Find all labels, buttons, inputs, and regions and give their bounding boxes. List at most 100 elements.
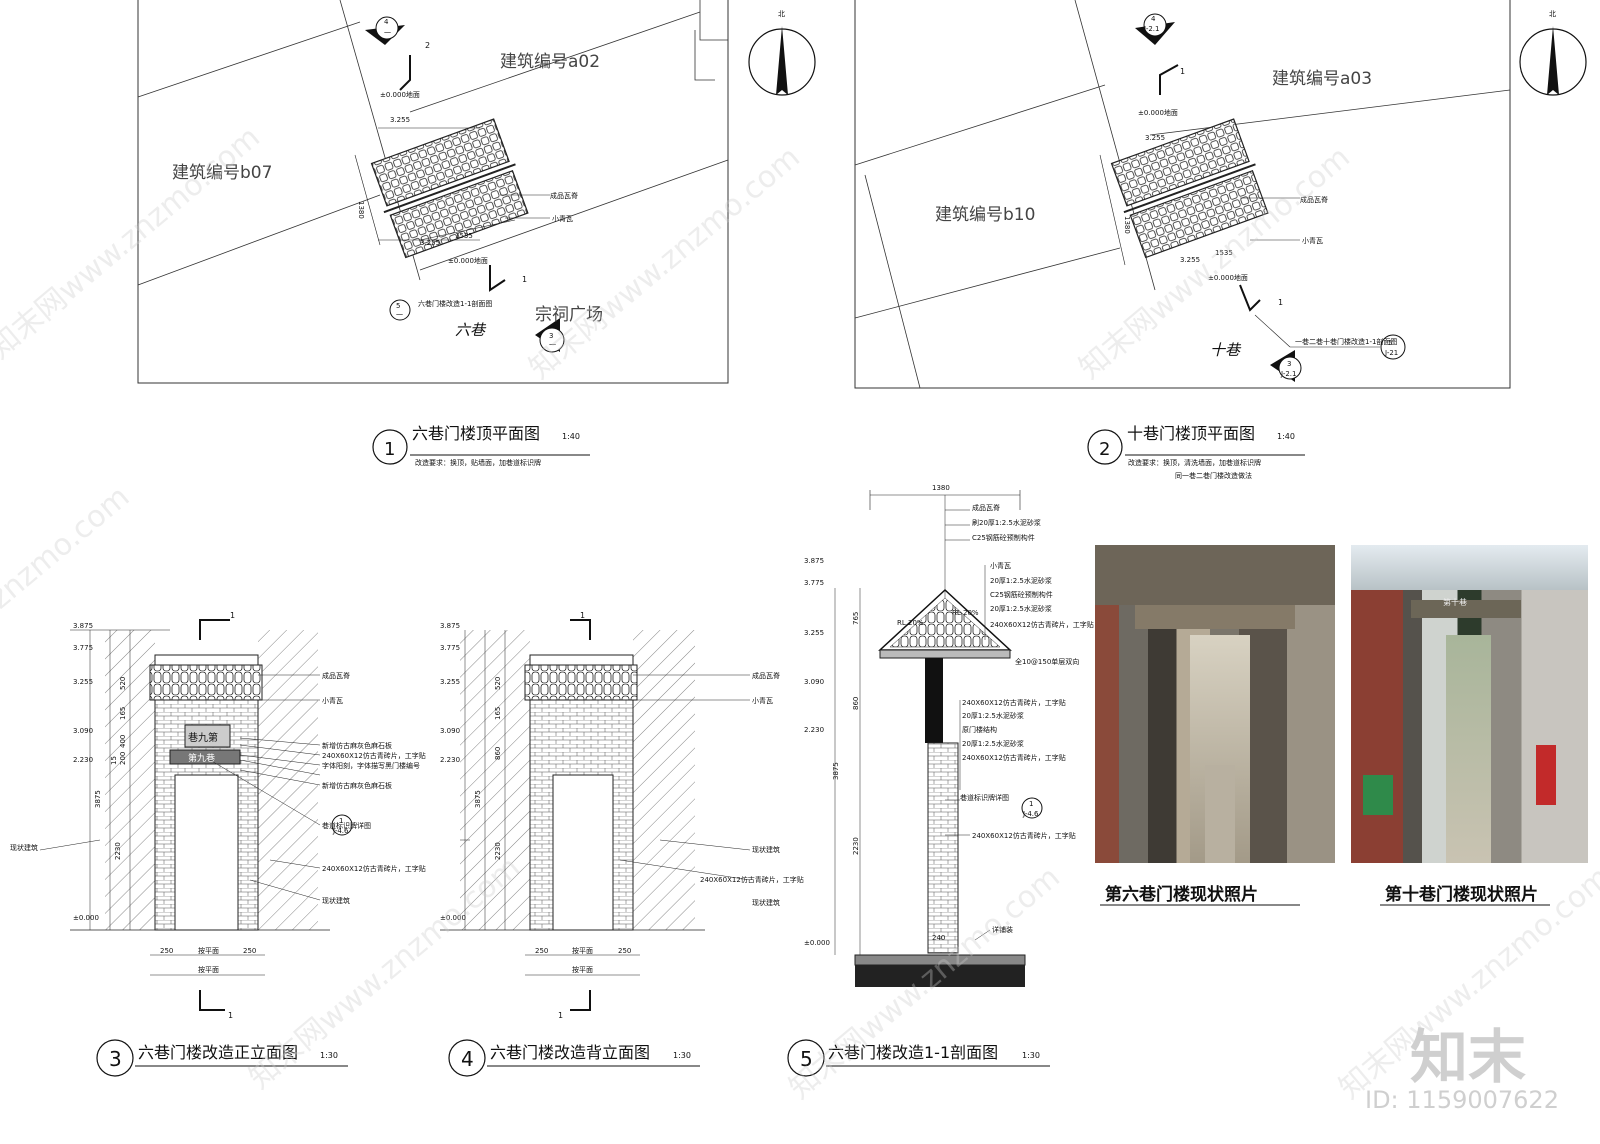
e3-dim-3875: 3875 bbox=[94, 790, 102, 808]
plan1-sym-top-sub: 一 bbox=[384, 29, 391, 37]
e3-label-5: 新增仿古麻灰色麻石板 bbox=[322, 781, 392, 790]
plan2-cut-top: 1 bbox=[1180, 67, 1185, 76]
plan1-cut-bot: 1 bbox=[522, 275, 527, 284]
plan1-label-tile1: 成品瓦脊 bbox=[550, 191, 578, 200]
plan1-scale: 1:40 bbox=[562, 432, 580, 441]
e3-dim-520: 520 bbox=[119, 677, 127, 690]
s5-top-dim: 1380 bbox=[932, 484, 950, 492]
plan2-scale: 1:40 bbox=[1277, 432, 1295, 441]
e3-dim-2230: 2230 bbox=[114, 842, 122, 860]
s5-label-3: 小青瓦 bbox=[990, 561, 1011, 570]
e4-level-3: 3.090 bbox=[440, 727, 460, 735]
e4-bdim-1: 按平面 bbox=[572, 946, 593, 955]
plan2-sym-section-sub: J-21 bbox=[1384, 349, 1398, 357]
section-1-1 bbox=[834, 490, 1043, 987]
s5-label-15: 240X60X12仿古青砖片，工字贴 bbox=[972, 831, 1076, 840]
e4-scale: 1:30 bbox=[673, 1051, 691, 1060]
elevation-front bbox=[39, 619, 353, 1011]
plan1-sym-top: 4 bbox=[384, 18, 389, 26]
e3-dim-400: 400 bbox=[119, 735, 127, 748]
e4-dim-860: 860 bbox=[494, 747, 502, 760]
plan1-circle-num: 1 bbox=[384, 439, 395, 460]
plan2-sym-section: 5 bbox=[1388, 339, 1392, 347]
plan1-note: 改造要求：换顶，贴墙面，加巷道标识牌 bbox=[415, 458, 541, 467]
plan2-building-right: 建筑编号a03 bbox=[1272, 69, 1372, 89]
e4-level-5: ±0.000 bbox=[440, 914, 466, 922]
plan1-ground-top: ±0.000地面 bbox=[380, 90, 420, 99]
s5-dim-2230: 2230 bbox=[852, 837, 860, 855]
photo-tenth-sign: 第十巷 bbox=[1443, 598, 1467, 607]
photo-tenth-lane: 第十巷 bbox=[1351, 545, 1588, 863]
e4-label-0: 成品瓦脊 bbox=[752, 671, 780, 680]
e3-sign-top: 巷九第 bbox=[188, 731, 218, 744]
e3-dim-15: 15 bbox=[110, 756, 118, 765]
plan2-elev-bot: 3.255 bbox=[1180, 256, 1200, 264]
e4-dim-520: 520 bbox=[494, 677, 502, 690]
e4-label-4: 现状建筑 bbox=[752, 898, 780, 907]
brand-logo: 知末 bbox=[1410, 1023, 1527, 1091]
e3-bdim-1: 按平面 bbox=[198, 946, 219, 955]
plan-ten-lane bbox=[854, 0, 1511, 389]
e3-scale: 1:30 bbox=[320, 1051, 338, 1060]
e4-circle-num: 4 bbox=[461, 1047, 474, 1071]
e3-title: 六巷门楼改造正立面图 bbox=[138, 1043, 298, 1062]
plan1-elev-top: 3.255 bbox=[390, 116, 410, 124]
plan1-sym-side: 3 bbox=[549, 332, 553, 340]
plan1-building-left: 建筑编号b07 bbox=[172, 163, 272, 183]
e3-label-7: 现状建筑 bbox=[10, 843, 38, 852]
plan2-dim-w: 1535 bbox=[1215, 249, 1233, 257]
plan1-sym-section-sub: 一 bbox=[396, 311, 403, 319]
e3-label-4: 字体阳刻，字体描写黑门楼编号 bbox=[322, 761, 420, 770]
e4-level-0: 3.875 bbox=[440, 622, 460, 630]
plan1-lane-name: 六巷 bbox=[455, 321, 487, 339]
plan2-sym-top: 4 bbox=[1151, 15, 1156, 23]
plan1-elev-bot: 3.255 bbox=[420, 239, 440, 247]
plan1-sym-section: 5 bbox=[396, 302, 400, 310]
e3-bdim-0: 250 bbox=[160, 947, 173, 955]
s5-label-8: 全10@150单层双向 bbox=[1015, 657, 1079, 666]
plan1-building-right: 建筑编号a02 bbox=[500, 52, 600, 72]
s5-level-0: 3.875 bbox=[804, 557, 824, 565]
s5-label-16: 详铺装 bbox=[992, 925, 1013, 934]
e4-dim-165: 165 bbox=[494, 707, 502, 720]
s5-dim-3875: 3875 bbox=[832, 762, 840, 780]
e3-level-0: 3.875 bbox=[73, 622, 93, 630]
e4-label-3: 240X60X12仿古青砖片，工字贴 bbox=[700, 875, 804, 884]
e4-level-4: 2.230 bbox=[440, 756, 460, 764]
s5-level-3: 3.090 bbox=[804, 678, 824, 686]
plan2-section-note: 一巷二巷十巷门楼改造1-1剖面图 bbox=[1295, 337, 1397, 346]
e4-cut-bot: 1 bbox=[558, 1011, 563, 1020]
plan2-cut-bot: 1 bbox=[1278, 298, 1283, 307]
e3-label-8: 240X60X12仿古青砖片，工字贴 bbox=[322, 864, 426, 873]
s5-detail-ref: 1 bbox=[1029, 800, 1033, 808]
elevation-back bbox=[440, 619, 751, 1011]
e4-cut-top: 1 bbox=[580, 611, 585, 620]
north-label-1: 北 bbox=[778, 10, 785, 18]
id-label: ID: 1159007622 bbox=[1365, 1086, 1559, 1114]
plan2-sym-top-sub: J-2.1 bbox=[1143, 25, 1159, 33]
e3-label-1: 小青瓦 bbox=[322, 696, 343, 705]
plan1-section-note: 六巷门楼改造1-1剖面图 bbox=[418, 299, 492, 308]
photo-tenth-caption: 第十巷门楼现状照片 bbox=[1385, 885, 1538, 905]
photo-sixth-lane bbox=[1095, 545, 1335, 863]
plan1-title: 六巷门楼顶平面图 bbox=[412, 424, 540, 443]
e4-dim-3875: 3875 bbox=[474, 790, 482, 808]
e3-level-4: 2.230 bbox=[73, 756, 93, 764]
s5-slope-r: RL.20% bbox=[952, 609, 979, 617]
e4-bdim-0: 250 bbox=[535, 947, 548, 955]
e3-circle-num: 3 bbox=[109, 1047, 122, 1071]
e3-sign-bottom: 第九巷 bbox=[188, 752, 215, 764]
s5-label-9: 240X60X12仿古青砖片，工字贴 bbox=[962, 698, 1066, 707]
s5-dim-765: 765 bbox=[852, 612, 860, 625]
s5-level-1: 3.775 bbox=[804, 579, 824, 587]
s5-label-5: C25钢筋砼预制构件 bbox=[990, 590, 1053, 599]
e3-cut-top: 1 bbox=[230, 611, 235, 620]
s5-circle-num: 5 bbox=[800, 1047, 813, 1071]
e4-level-2: 3.255 bbox=[440, 678, 460, 686]
e3-label-9: 现状建筑 bbox=[322, 896, 350, 905]
plan2-sym-side-sub: J-2.1 bbox=[1280, 370, 1296, 378]
s5-bottom-dim: 240 bbox=[932, 934, 945, 942]
plan2-sym-side: 3 bbox=[1287, 360, 1291, 368]
s5-label-4: 20厚1:2.5水泥砂浆 bbox=[990, 576, 1052, 585]
